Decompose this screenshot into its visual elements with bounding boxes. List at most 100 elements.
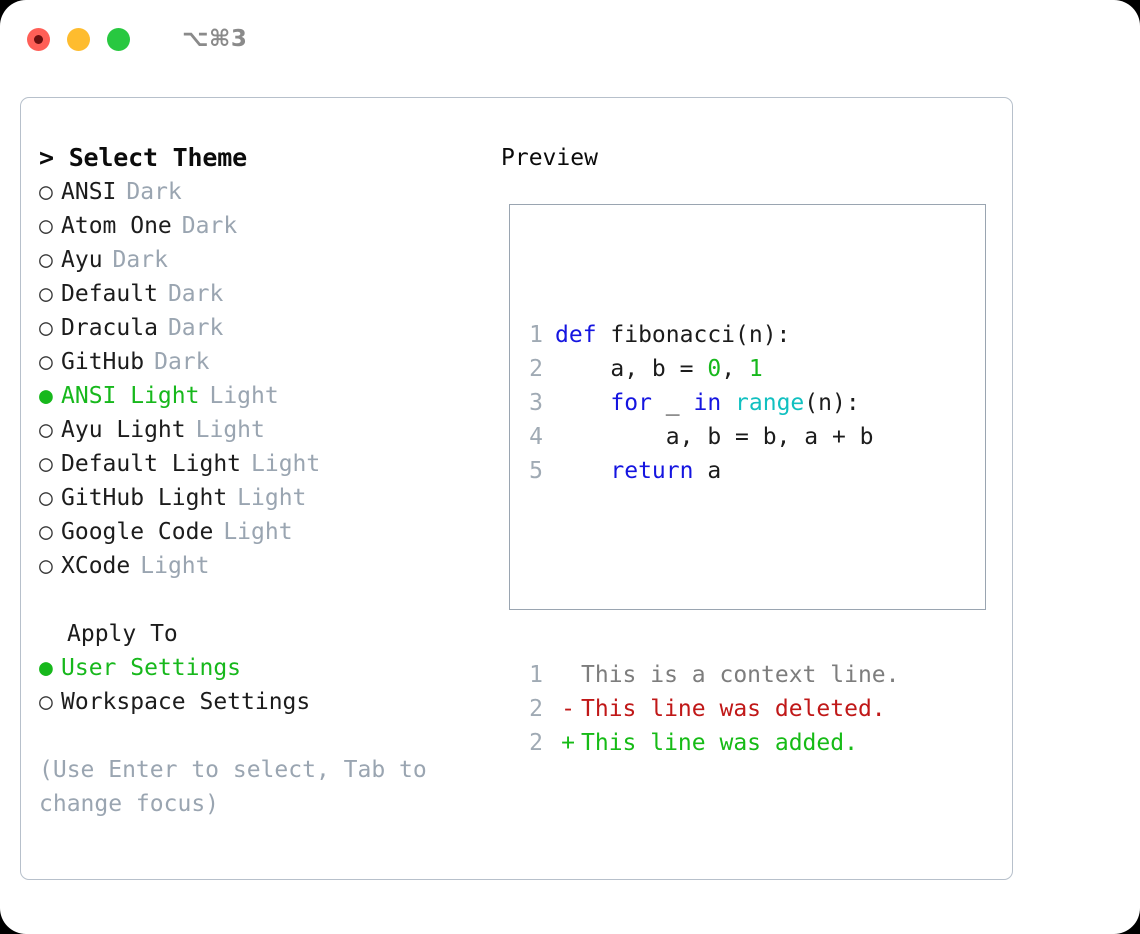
code-text: for _ in range(n): [555, 386, 860, 420]
apply-to-options[interactable]: ● User Settings ○ Workspace Settings [39, 651, 494, 719]
line-number: 5 [529, 458, 543, 484]
code-token-src: a, b = b, a + b [555, 424, 874, 450]
theme-option-kind: Light [209, 383, 279, 409]
radio-unselected-icon: ○ [39, 485, 53, 511]
line-number: 4 [529, 424, 543, 450]
apply-to-option-workspace-settings[interactable]: ○ Workspace Settings [39, 685, 494, 719]
zoom-window-button[interactable] [107, 27, 130, 51]
diff-sample: 1 This is a context line.2-This line was… [525, 658, 900, 760]
theme-option-default[interactable]: ○ Default Dark [39, 277, 494, 311]
radio-unselected-icon: ○ [39, 315, 53, 341]
radio-unselected-icon: ○ [39, 179, 53, 205]
line-number: 1 [529, 322, 543, 348]
code-token-kw: return [610, 458, 694, 484]
diff-line-add: 2 +This line was added. [525, 726, 900, 760]
code-token-src: , [721, 356, 749, 382]
radio-unselected-icon: ○ [39, 247, 53, 273]
theme-option-name: Ayu [61, 247, 103, 273]
theme-option-kind: Light [195, 417, 265, 443]
code-token-src: fibonacci(n): [596, 322, 791, 348]
line-number: 1 [529, 662, 543, 688]
code-token-num: 0 [707, 356, 722, 382]
theme-option-kind: Dark [167, 315, 224, 341]
apply-to-option-user-settings[interactable]: ● User Settings [39, 651, 494, 685]
code-line: 5 return a [525, 454, 900, 488]
line-number: 2 [529, 696, 543, 722]
diff-marker: - [561, 696, 575, 722]
diff-line-ctx: 1 This is a context line. [525, 658, 900, 692]
code-token-kw: in [693, 390, 722, 416]
window-controls [27, 27, 130, 51]
close-window-button[interactable] [27, 27, 50, 51]
radio-unselected-icon: ○ [39, 281, 53, 307]
apply-to-section: Apply To ●User Settings○Workspace Settin… [39, 617, 494, 719]
code-text: a, b = b, a + b [555, 420, 874, 454]
diff-marker [555, 658, 581, 692]
code-token-src [555, 390, 610, 416]
theme-option-ayu[interactable]: ○ Ayu Dark [39, 243, 494, 277]
theme-option-kind: Dark [181, 213, 238, 239]
diff-text: This is a context line. [581, 662, 900, 688]
code-token-src: a [693, 458, 722, 484]
code-token-fn: range [735, 390, 805, 416]
theme-option-dracula[interactable]: ○ Dracula Dark [39, 311, 494, 345]
code-line: 1 def fibonacci(n): [525, 318, 900, 352]
theme-option-name: ANSI [61, 179, 117, 205]
minimize-window-button[interactable] [67, 27, 90, 51]
diff-line-del: 2-This line was deleted. [525, 692, 900, 726]
diff-text: This line was added. [581, 730, 858, 756]
theme-option-name: ANSI Light [61, 383, 200, 409]
theme-option-kind: Dark [126, 179, 182, 205]
radio-unselected-icon: ○ [39, 451, 53, 477]
titlebar: ⌥⌘3 [0, 0, 1140, 78]
theme-option-kind: Dark [154, 349, 210, 375]
preview-heading: Preview [501, 145, 598, 171]
theme-option-name: XCode [61, 553, 131, 579]
theme-option-kind: Dark [112, 247, 168, 273]
theme-option-kind: Light [251, 451, 321, 477]
theme-option-name: Google Code [61, 519, 214, 545]
theme-option-ansi[interactable]: ○ ANSI Dark [39, 175, 494, 209]
theme-option-name: GitHub [61, 349, 145, 375]
theme-option-name: Default [61, 281, 158, 307]
apply-to-option-label: User Settings [61, 655, 242, 681]
code-line: 2 a, b = 0, 1 [525, 352, 900, 386]
diff-text: This line was deleted. [581, 696, 886, 722]
theme-option-name: Default Light [61, 451, 242, 477]
code-text: return a [555, 454, 721, 488]
line-number: 2 [529, 730, 543, 756]
theme-option-name: Ayu Light [61, 417, 186, 443]
code-token-src: (n): [804, 390, 860, 416]
theme-option-name: GitHub Light [61, 485, 228, 511]
diff-marker: + [561, 730, 575, 756]
apply-to-option-label: Workspace Settings [61, 689, 311, 715]
theme-option-default-light[interactable]: ○ Default Light Light [39, 447, 494, 481]
code-token-src: a, b = [555, 356, 708, 382]
radio-selected-icon: ● [39, 655, 53, 681]
code-line: 3 for _ in range(n): [525, 386, 900, 420]
code-token-src [721, 390, 735, 416]
code-text: a, b = 0, 1 [555, 352, 762, 386]
theme-option-kind: Light [140, 553, 210, 579]
theme-option-kind: Dark [167, 281, 224, 307]
radio-unselected-icon: ○ [39, 689, 53, 715]
code-text: def fibonacci(n): [555, 318, 790, 352]
radio-unselected-icon: ○ [39, 519, 53, 545]
theme-option-name: Dracula [61, 315, 158, 341]
select-theme-heading: > Select Theme [39, 143, 247, 172]
